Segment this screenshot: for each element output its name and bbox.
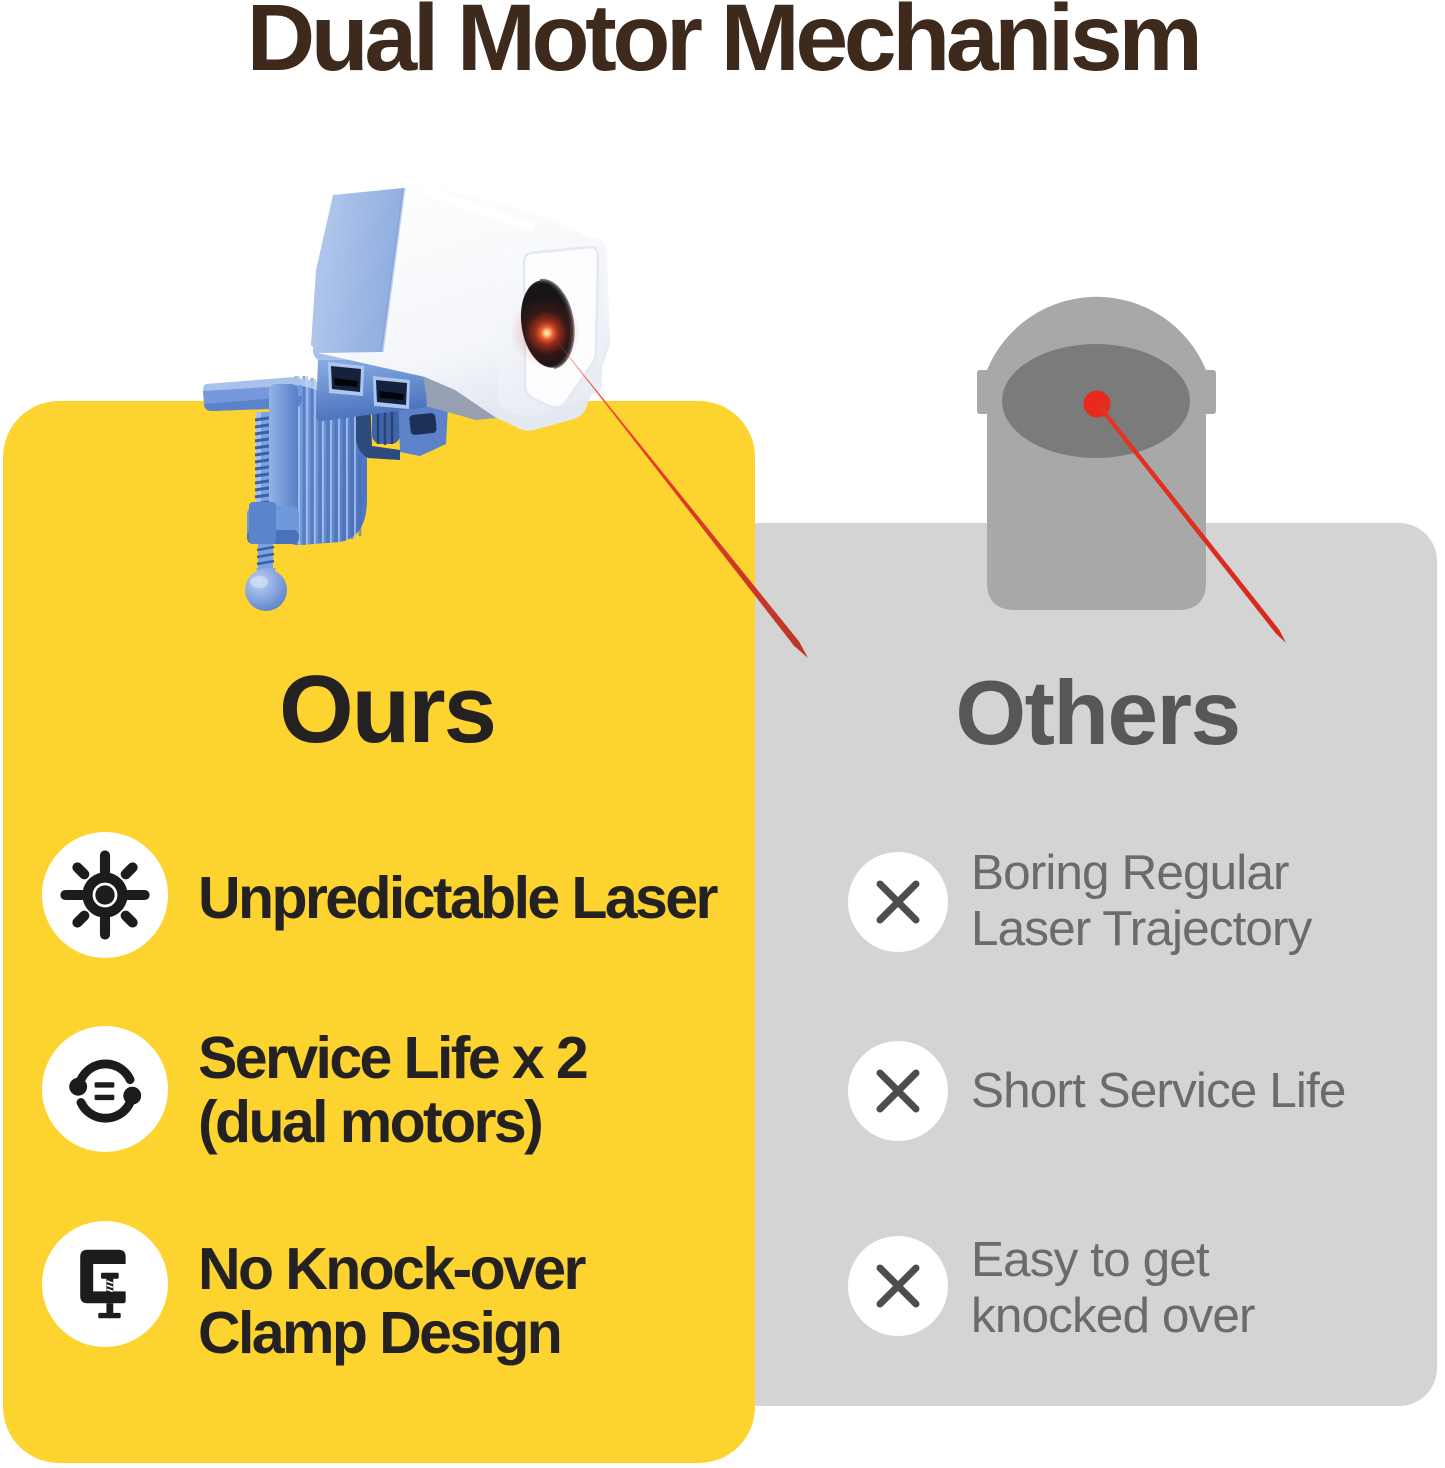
x-icon-glyph xyxy=(876,1069,920,1113)
laser-beam-ours xyxy=(553,336,808,658)
feature-line: Unpredictable Laser xyxy=(198,865,718,931)
usb-port xyxy=(373,376,410,409)
ours-feature-3: No Knock-over Clamp Design xyxy=(198,1236,586,1366)
dual-motor-icon xyxy=(42,1026,168,1152)
feature-line: Easy to get xyxy=(971,1232,1210,1287)
feature-line: Clamp Design xyxy=(198,1300,563,1366)
laser-device-body xyxy=(311,185,610,431)
feature-line: Laser Trajectory xyxy=(971,901,1312,956)
feature-line: knocked over xyxy=(971,1288,1256,1343)
ours-heading: Ours xyxy=(278,656,497,763)
clamp-icon xyxy=(42,1221,168,1347)
others-feature-3: Easy to get knocked over xyxy=(971,1232,1256,1344)
laser-beam-others xyxy=(1098,405,1286,643)
others-feature-1: Boring Regular Laser Trajectory xyxy=(971,845,1312,957)
others-heading: Others xyxy=(955,663,1241,764)
x-icon-glyph xyxy=(876,1264,920,1308)
feature-line: (dual motors) xyxy=(198,1089,544,1155)
device-underside xyxy=(420,356,497,420)
feature-line: Boring Regular xyxy=(971,845,1289,900)
ours-feature-2: Service Life x 2 (dual motors) xyxy=(198,1025,589,1155)
ours-product-image xyxy=(203,185,808,658)
feature-line: Short Service Life xyxy=(971,1063,1346,1118)
desk-clamp xyxy=(203,377,302,611)
feature-line: Service Life x 2 xyxy=(198,1025,589,1091)
clamp-knob xyxy=(245,569,287,611)
x-icon xyxy=(848,1236,948,1336)
dual-motor-icon-glyph xyxy=(69,1059,142,1123)
laser-burst-icon xyxy=(42,832,168,958)
x-icon xyxy=(848,1041,948,1141)
others-product-image xyxy=(977,296,1286,643)
x-icon xyxy=(848,852,948,952)
ours-feature-1: Unpredictable Laser xyxy=(198,863,718,933)
clamp-icon-glyph xyxy=(80,1249,126,1319)
others-feature-2: Short Service Life xyxy=(971,1063,1346,1119)
laser-burst-icon-glyph xyxy=(60,850,150,940)
feature-line: No Knock-over xyxy=(198,1236,586,1302)
x-icon-glyph xyxy=(876,880,920,924)
page-title: Dual Motor Mechanism xyxy=(246,0,1203,91)
usb-port xyxy=(328,362,364,396)
others-card xyxy=(720,523,1437,1406)
